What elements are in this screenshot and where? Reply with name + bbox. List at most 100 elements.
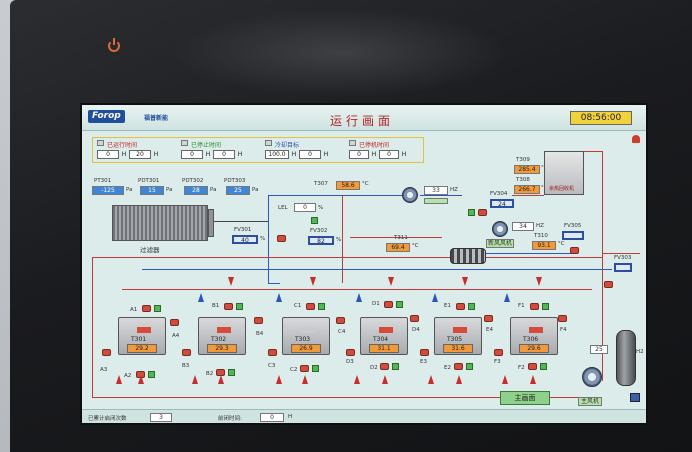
- chamber-t302[interactable]: T302 29.3: [198, 317, 246, 355]
- valve-a3-icon[interactable]: [102, 349, 111, 356]
- chamber-temp: 29.2: [127, 344, 157, 353]
- valve-tag-d4: D4: [412, 327, 420, 333]
- valve-e2-icon[interactable]: [454, 363, 463, 370]
- chamber-t301[interactable]: T301 29.2: [118, 317, 166, 355]
- valve-tag-f2: F2: [518, 365, 525, 371]
- pdt303-value: 25: [226, 186, 250, 195]
- close-time-value: 0: [260, 413, 284, 422]
- flow-arrow-up-icon: [456, 375, 462, 384]
- clock-display: 08:56:00: [570, 111, 632, 125]
- valve-tag-a3: A3: [100, 367, 108, 373]
- heat-exchanger-icon[interactable]: [450, 248, 486, 264]
- runtime-checkbox[interactable]: [97, 140, 104, 146]
- runtime-hour-field[interactable]: 0: [97, 150, 119, 159]
- valve-f1-icon[interactable]: [530, 303, 539, 310]
- valve-f2-icon[interactable]: [528, 363, 537, 370]
- valve-tag-e3: E3: [420, 359, 427, 365]
- fv301-valve-icon[interactable]: [277, 235, 286, 242]
- runtime-min-field[interactable]: 20: [129, 150, 151, 159]
- valve-f2-actuator-icon: [540, 363, 547, 370]
- valve-tag-e4: E4: [486, 327, 493, 333]
- t309-tag: T309: [516, 157, 530, 163]
- alarm-bell-icon[interactable]: [632, 135, 640, 143]
- shutdown-checkbox[interactable]: [349, 140, 356, 146]
- exhaust-fan-hz: 33: [424, 186, 448, 195]
- valve-b4-icon[interactable]: [254, 317, 263, 324]
- valve-tag-b1: B1: [212, 303, 220, 309]
- t310-tag: T310: [534, 233, 548, 239]
- pdt302-value: 28: [184, 186, 208, 195]
- chamber-t306[interactable]: T306 29.6: [510, 317, 558, 355]
- cool-target-field[interactable]: 100.0: [265, 150, 289, 159]
- fv305-tag: FV305: [564, 223, 582, 229]
- valve-e4-icon[interactable]: [484, 315, 493, 322]
- stop-time-checkbox[interactable]: [181, 140, 188, 146]
- valve-b2-actuator-icon: [228, 369, 235, 376]
- valve-tag-e1: E1: [444, 303, 451, 309]
- valve-a4-icon[interactable]: [170, 319, 179, 326]
- footer-bar: 已累计启闭次数 3 前闭时间: 0 H: [82, 409, 646, 423]
- valve-e3-icon[interactable]: [420, 349, 429, 356]
- valve-tag-c1: C1: [294, 303, 302, 309]
- screen-switch-icon[interactable]: [630, 393, 640, 402]
- flow-arrow-down-icon: [462, 277, 468, 286]
- chamber-t303[interactable]: T303 26.9: [282, 317, 330, 355]
- valve-b1-icon[interactable]: [224, 303, 233, 310]
- power-icon[interactable]: [108, 38, 120, 52]
- filter-unit[interactable]: [112, 205, 208, 241]
- valve-tag-c4: C4: [338, 329, 346, 335]
- fv303-valve-icon[interactable]: [604, 281, 613, 288]
- title-bar: Forop 福普新能 运行画面 08:56:00: [82, 105, 646, 131]
- brand-subtitle: 福普新能: [144, 115, 169, 122]
- valve-e1-icon[interactable]: [456, 303, 465, 310]
- fv304-actuator-icon: [468, 209, 475, 216]
- fresh-air-fan-icon[interactable]: [492, 221, 508, 237]
- fv303-value: [614, 263, 632, 272]
- t309-value: 285.4: [514, 165, 540, 174]
- valve-d1-icon[interactable]: [384, 301, 393, 308]
- fv310-valve-icon[interactable]: [570, 247, 579, 254]
- flow-arrow-up-icon: [382, 375, 388, 384]
- chamber-t305[interactable]: T305 31.6: [434, 317, 482, 355]
- pdt301-value: 15: [140, 186, 164, 195]
- heat-recovery-unit[interactable]: 余热回收机: [544, 151, 584, 195]
- valve-f4-icon[interactable]: [558, 315, 567, 322]
- t308-value: 266.7: [514, 185, 540, 194]
- exhaust-fan-icon[interactable]: [402, 187, 418, 203]
- valve-e1-actuator-icon: [468, 303, 475, 310]
- valve-tag-d3: D3: [346, 359, 354, 365]
- main-screen-button[interactable]: 主画面: [500, 391, 550, 405]
- t307-tag: T307: [314, 181, 328, 187]
- stop-min-field[interactable]: 0: [213, 150, 235, 159]
- valve-a1-actuator-icon: [154, 305, 161, 312]
- cool-min-field[interactable]: 0: [299, 150, 321, 159]
- pdt301-tag: PDT301: [138, 178, 160, 184]
- valve-d4-icon[interactable]: [410, 315, 419, 322]
- t311-tag: T311: [394, 235, 408, 241]
- valve-d2-icon[interactable]: [380, 363, 389, 370]
- shutdown-min-field[interactable]: 0: [379, 150, 399, 159]
- fv302-value: 82: [308, 236, 334, 245]
- flow-arrow-up-icon: [302, 375, 308, 384]
- valve-f3-icon[interactable]: [494, 349, 503, 356]
- valve-b3-icon[interactable]: [182, 349, 191, 356]
- valve-d3-icon[interactable]: [346, 349, 355, 356]
- valve-c3-icon[interactable]: [268, 349, 277, 356]
- valve-a1-icon[interactable]: [142, 305, 151, 312]
- t308-tag: T308: [516, 177, 530, 183]
- cool-target-checkbox[interactable]: [265, 140, 272, 146]
- stop-hour-field[interactable]: 0: [181, 150, 203, 159]
- chamber-t304[interactable]: T304 31.1: [360, 317, 408, 355]
- fv301-tag: FV301: [234, 227, 252, 233]
- shutdown-hour-field[interactable]: 0: [349, 150, 369, 159]
- valve-c1-icon[interactable]: [306, 303, 315, 310]
- heat-recovery-label: 余热回收机: [549, 186, 575, 192]
- fv304-valve-icon[interactable]: [478, 209, 487, 216]
- valve-c4-icon[interactable]: [336, 317, 345, 324]
- fv304-tag: FV304: [490, 191, 508, 197]
- main-fan-icon[interactable]: [582, 367, 602, 387]
- valve-c2-icon[interactable]: [300, 365, 309, 372]
